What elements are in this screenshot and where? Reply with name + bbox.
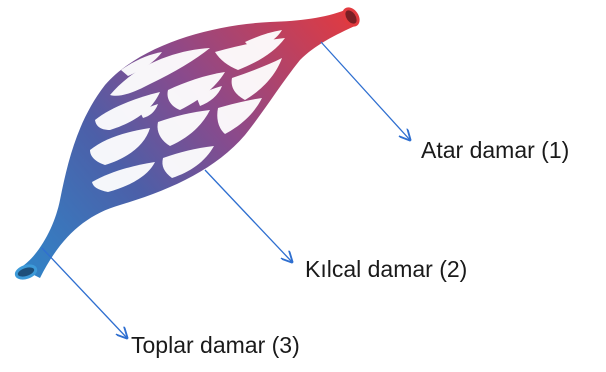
vein-opening — [15, 264, 37, 281]
vein-pointer-line — [42, 248, 127, 338]
vessel-network-shape — [20, 10, 357, 278]
artery-pointer-line — [321, 42, 410, 140]
capillary-pointer-line — [205, 170, 292, 262]
artery-label: Atar damar (1) — [421, 139, 569, 162]
capillary-label: Kılcal damar (2) — [305, 258, 467, 281]
vein-label: Toplar damar (3) — [131, 334, 300, 357]
